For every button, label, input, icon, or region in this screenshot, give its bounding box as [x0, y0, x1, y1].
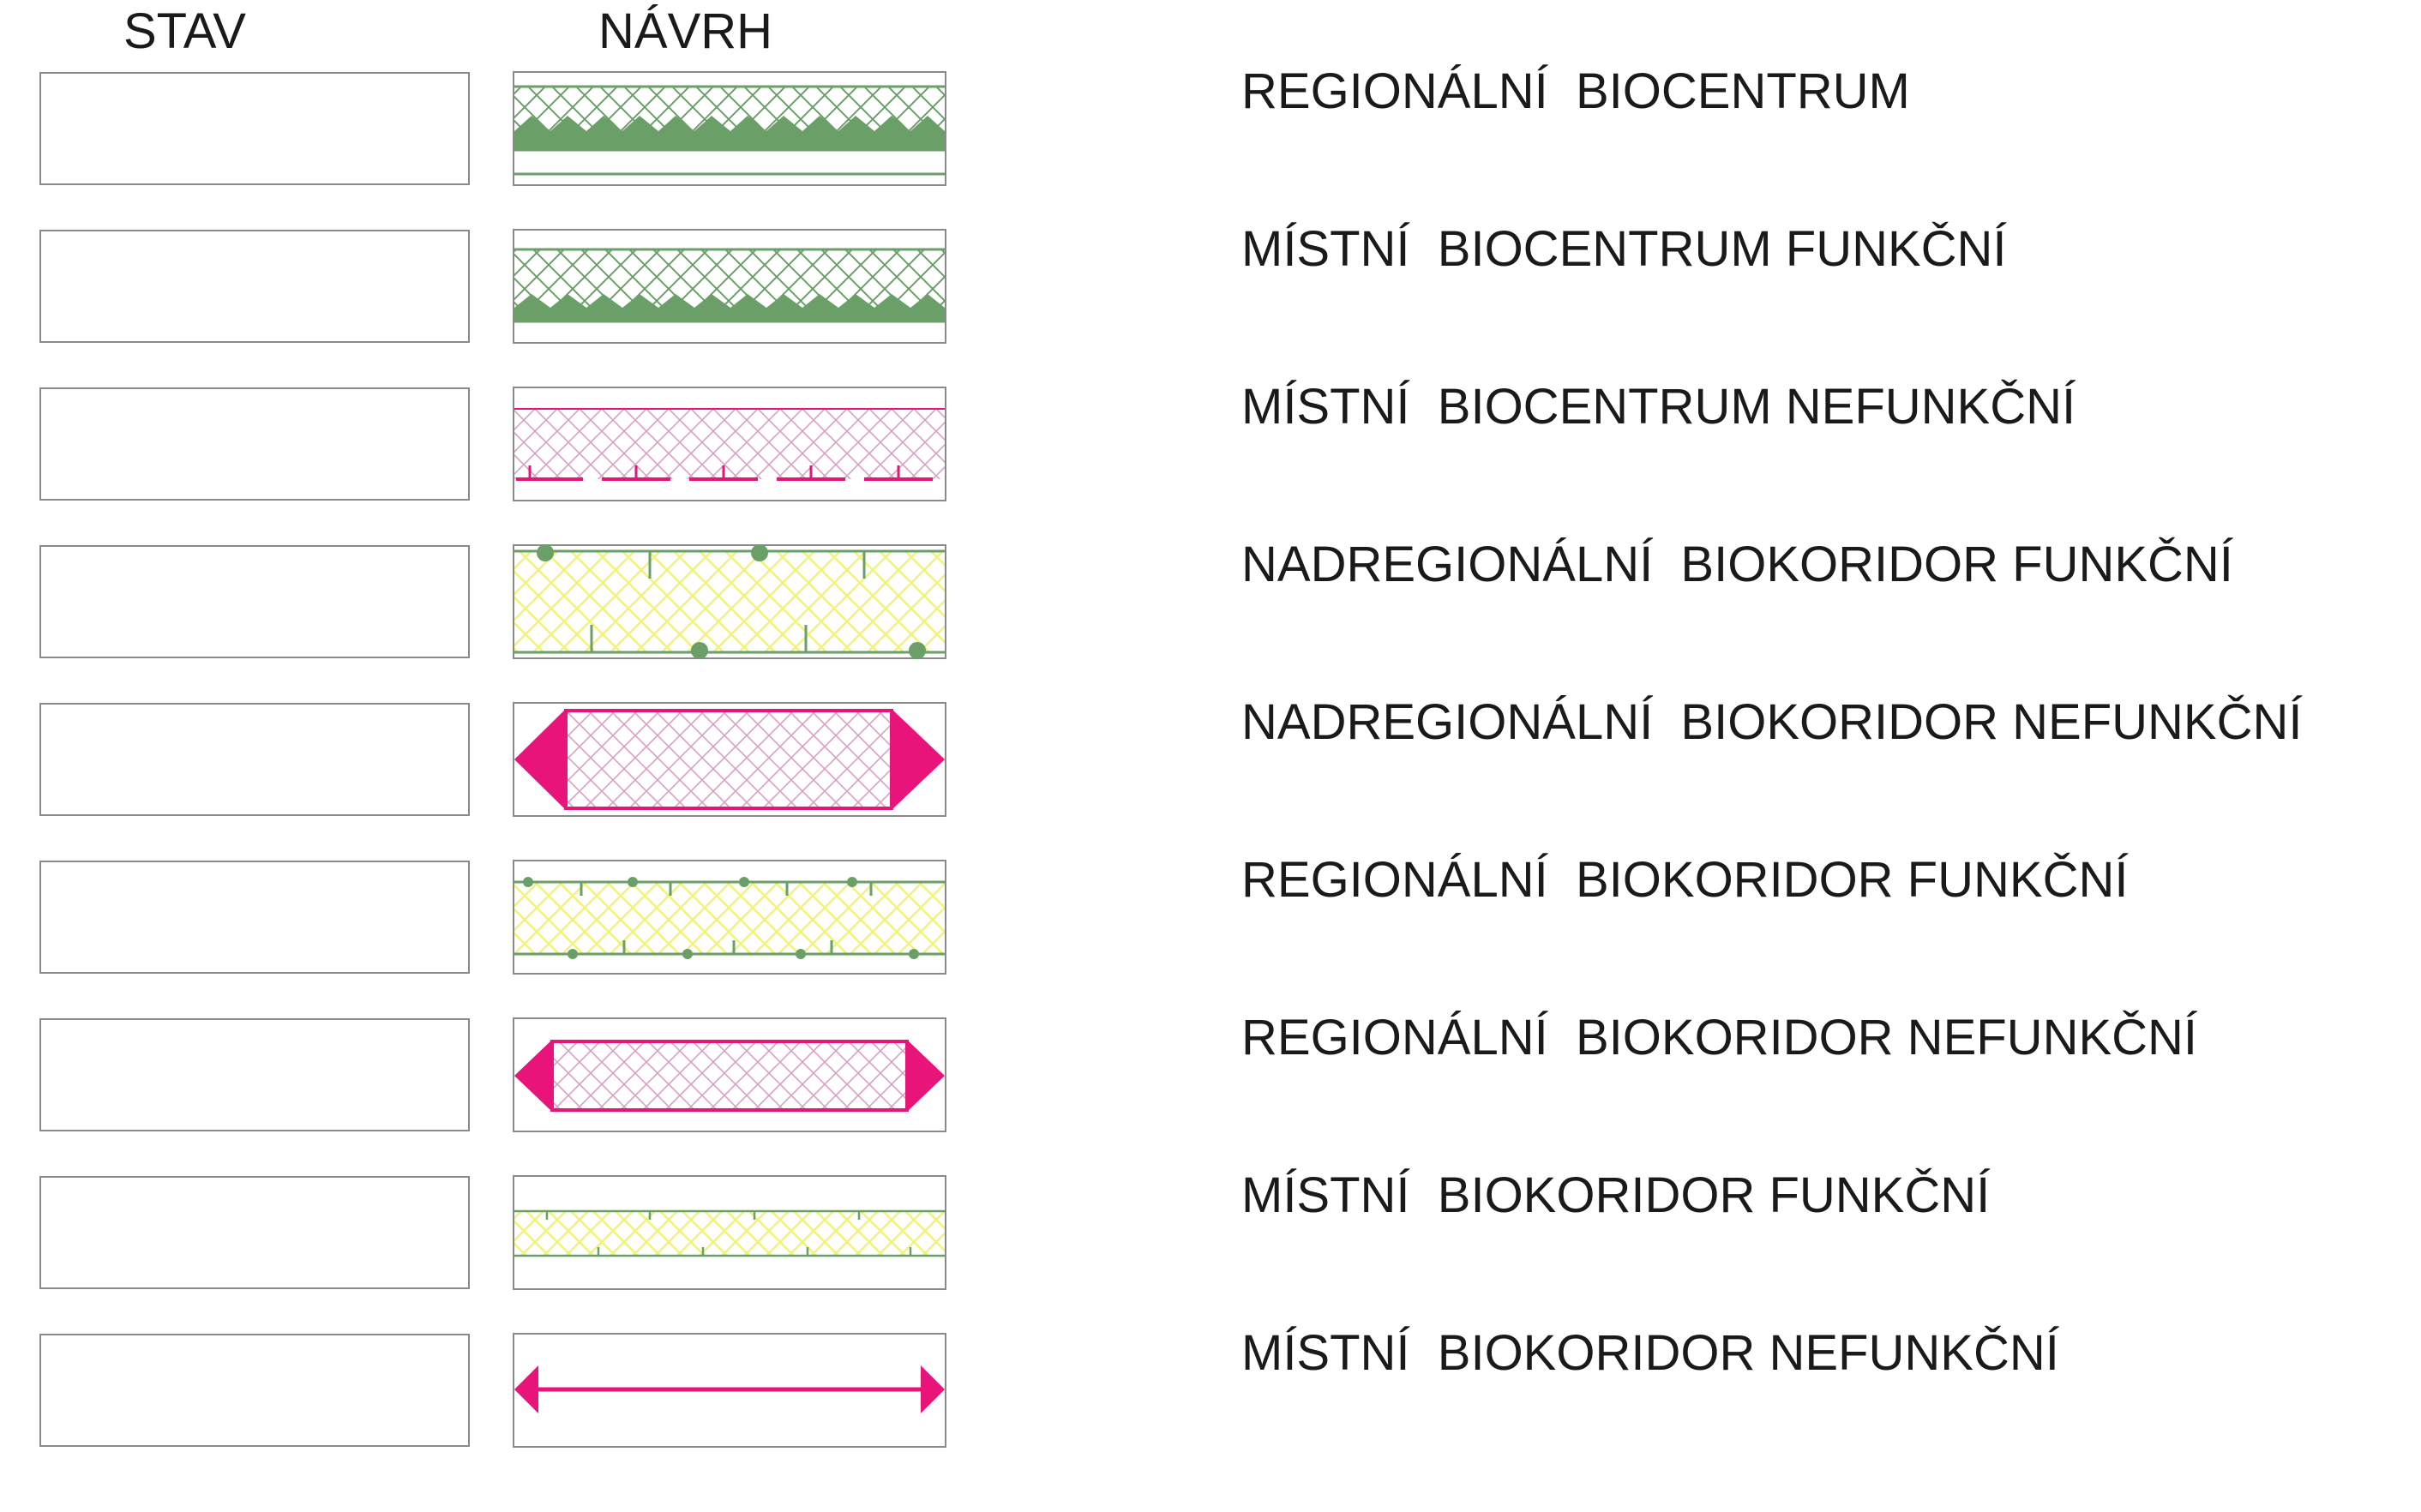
navrh-symbol-local-biocentre-functional: [513, 229, 946, 344]
label-regional-biocentre: REGIONÁLNÍ BIOCENTRUM: [1241, 63, 1910, 119]
navrh-symbol-regional-corridor-nonfunctional: [513, 1017, 946, 1132]
label-supraregional-corridor-functional: NADREGIONÁLNÍ BIOKORIDOR FUNKČNÍ: [1241, 537, 2233, 592]
navrh-symbol-local-biocentre-nonfunctional: [513, 387, 946, 501]
stav-box-regional-biocentre: [39, 72, 470, 185]
stav-box-supraregional-corridor-functional: [39, 545, 470, 658]
stav-box-local-biocentre-functional: [39, 230, 470, 343]
label-regional-corridor-functional: REGIONÁLNÍ BIOKORIDOR FUNKČNÍ: [1241, 852, 2129, 908]
label-regional-corridor-nonfunctional: REGIONÁLNÍ BIOKORIDOR NEFUNKČNÍ: [1241, 1010, 2198, 1065]
label-local-biocentre-functional: MÍSTNÍ BIOCENTRUM FUNKČNÍ: [1241, 221, 2007, 277]
label-local-biocentre-nonfunctional: MÍSTNÍ BIOCENTRUM NEFUNKČNÍ: [1241, 379, 2076, 435]
navrh-symbol-supraregional-corridor-functional: [513, 544, 946, 659]
label-local-corridor-functional: MÍSTNÍ BIOKORIDOR FUNKČNÍ: [1241, 1167, 1991, 1223]
column-header-navrh: NÁVRH: [598, 3, 773, 59]
stav-box-local-biocentre-nonfunctional: [39, 387, 470, 501]
stav-box-supraregional-corridor-nonfunctional: [39, 703, 470, 816]
column-header-stav: STAV: [123, 3, 246, 59]
stav-box-regional-corridor-functional: [39, 861, 470, 974]
navrh-symbol-local-corridor-nonfunctional: [513, 1333, 946, 1448]
navrh-symbol-regional-biocentre: [513, 71, 946, 186]
navrh-symbol-regional-corridor-functional: [513, 860, 946, 975]
stav-box-local-corridor-nonfunctional: [39, 1334, 470, 1447]
navrh-symbol-supraregional-corridor-nonfunctional: [513, 702, 946, 817]
navrh-symbol-local-corridor-functional: [513, 1175, 946, 1290]
label-supraregional-corridor-nonfunctional: NADREGIONÁLNÍ BIOKORIDOR NEFUNKČNÍ: [1241, 694, 2303, 750]
stav-box-regional-corridor-nonfunctional: [39, 1018, 470, 1131]
label-local-corridor-nonfunctional: MÍSTNÍ BIOKORIDOR NEFUNKČNÍ: [1241, 1325, 2059, 1381]
stav-box-local-corridor-functional: [39, 1176, 470, 1289]
